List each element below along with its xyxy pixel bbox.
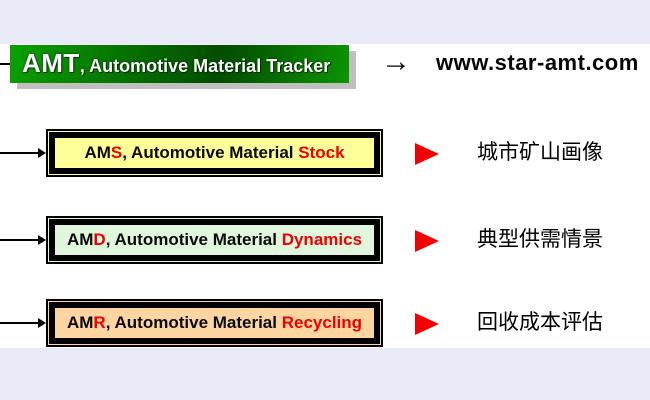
arrowhead-icon xyxy=(38,235,46,245)
highlight-word: Dynamics xyxy=(281,230,363,249)
box-ams: AMS, Automotive Material Stock xyxy=(49,132,380,174)
arrowhead-icon xyxy=(38,318,46,328)
connector-shaft xyxy=(0,322,39,324)
website-url: www.star-amt.com xyxy=(436,50,639,75)
caption-amr: 回收成本评估 xyxy=(477,311,603,334)
key-letter: D xyxy=(93,230,106,249)
box-label: AMD, Automotive Material Dynamics xyxy=(67,230,362,250)
highlight-word: Recycling xyxy=(281,313,363,332)
connector-shaft xyxy=(0,239,39,241)
caption-ams: 城市矿山画像 xyxy=(477,141,603,164)
key-letter: R xyxy=(93,313,106,332)
box-amr: AMR, Automotive Material Recycling xyxy=(49,302,380,344)
label-prefix: AM xyxy=(84,143,111,162)
box-amd: AMD, Automotive Material Dynamics xyxy=(49,219,380,261)
label-prefix: AM xyxy=(66,313,94,332)
key-letter: S xyxy=(110,143,123,162)
label-middle: , Automotive Material xyxy=(122,143,299,162)
pointer-triangle-icon xyxy=(415,143,439,165)
banner-title: , Automotive Material Tracker xyxy=(79,56,331,76)
connector-shaft xyxy=(0,63,14,65)
caption-amd: 典型供需情景 xyxy=(477,228,603,251)
label-middle: , Automotive Material xyxy=(105,230,282,249)
amt-banner: AMT, Automotive Material Tracker xyxy=(10,45,349,83)
bottom-band xyxy=(0,348,650,400)
label-prefix: AM xyxy=(66,230,94,249)
box-label: AMS, Automotive Material Stock xyxy=(84,143,344,163)
connector-shaft xyxy=(0,152,39,154)
pointer-triangle-icon xyxy=(415,313,439,335)
banner-acronym: AMT xyxy=(22,48,80,78)
highlight-word: Stock xyxy=(298,143,345,162)
box-label: AMR, Automotive Material Recycling xyxy=(67,313,362,333)
top-band xyxy=(0,0,650,44)
arrowhead-icon xyxy=(38,148,46,158)
label-middle: , Automotive Material xyxy=(105,313,282,332)
right-arrow-icon: → xyxy=(381,45,411,78)
pointer-triangle-icon xyxy=(415,230,439,252)
